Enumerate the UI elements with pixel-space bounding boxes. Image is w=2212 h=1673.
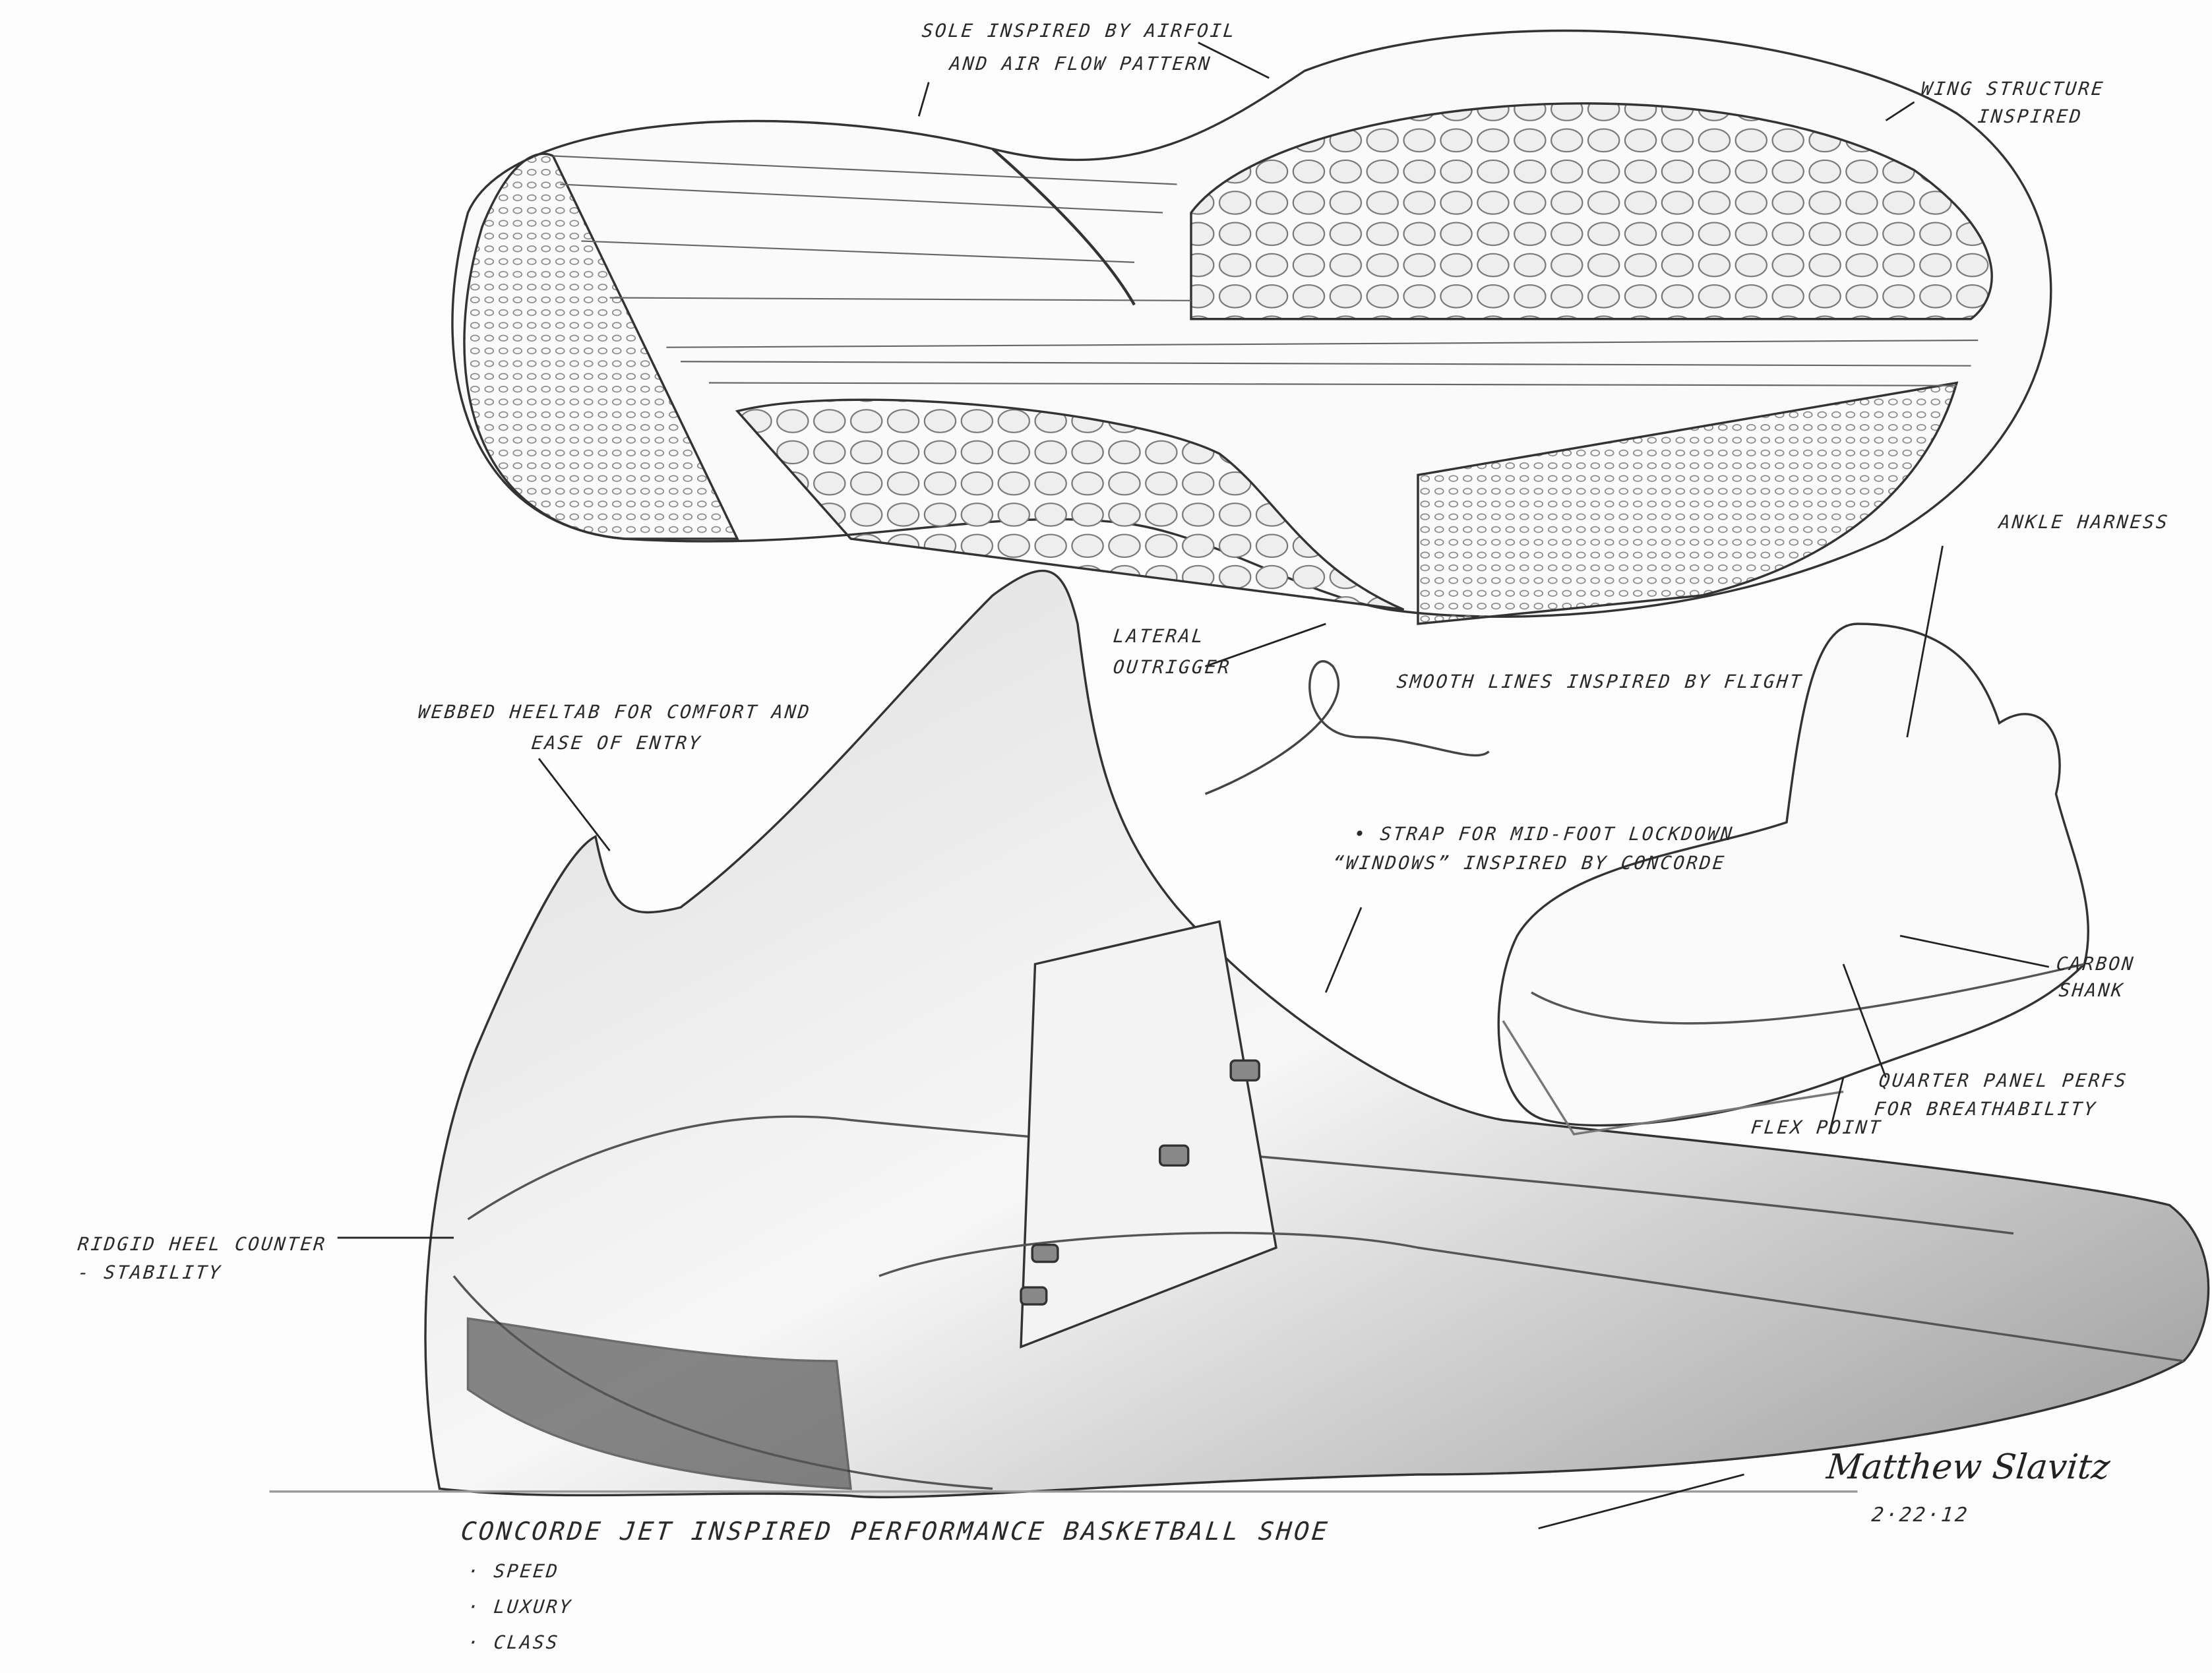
signature-date: 2·22·12 — [1870, 1504, 1971, 1527]
attribute-speed: · SPEED — [466, 1560, 561, 1582]
annotation-quarter-panel-line1: QUARTER PANEL PERFS — [1878, 1070, 2130, 1091]
small-shoe-sketch — [1497, 623, 2090, 1136]
annotation-leader-lines — [337, 42, 2050, 1530]
annotation-carbon-shank-line1: CARBON — [2055, 953, 2136, 975]
artist-signature: Matthew Slavitz — [1824, 1447, 2112, 1487]
annotation-wing-structure-line1: WING STRUCTURE — [1920, 78, 2106, 100]
annotation-quarter-panel-line2: FOR BREATHABILITY — [1873, 1098, 2099, 1120]
annotation-lateral-outrigger-line2: OUTRIGGER — [1112, 656, 1233, 678]
attribute-class: · CLASS — [466, 1631, 561, 1653]
annotation-lateral-outrigger-line1: LATERAL — [1112, 625, 1206, 647]
annotation-strap-line1: • STRAP FOR MID-FOOT LOCKDOWN — [1353, 823, 1735, 845]
annotation-sole-airfoil-line2: AND AIR FLOW PATTERN — [948, 53, 1213, 75]
annotation-sole-airfoil-line1: SOLE INSPIRED BY AIRFOIL — [921, 20, 1238, 42]
attribute-luxury: · LUXURY — [466, 1596, 574, 1618]
main-shoe-sketch — [269, 569, 2210, 1499]
annotation-carbon-shank-line2: SHANK — [2058, 979, 2126, 1001]
flight-curve-sketch — [1204, 660, 1490, 795]
annotation-flex-point: FLEX POINT — [1750, 1116, 1884, 1138]
annotation-strap-line2: “WINDOWS” INSPIRED BY CONCORDE — [1332, 852, 1727, 874]
annotation-webbed-heeltab-line1: WEBBED HEELTAB FOR COMFORT AND — [417, 701, 813, 723]
annotation-heel-counter-line1: RIDGID HEEL COUNTER — [77, 1233, 328, 1255]
annotation-webbed-heeltab-line2: EASE OF ENTRY — [530, 732, 703, 754]
annotation-smooth-lines: SMOOTH LINES INSPIRED BY FLIGHT — [1396, 671, 1804, 692]
annotation-wing-structure-line2: INSPIRED — [1977, 106, 2084, 127]
outsole-sketch — [451, 29, 2052, 625]
annotation-heel-counter-line2: - STABILITY — [77, 1262, 224, 1283]
annotation-ankle-harness: ANKLE HARNESS — [1998, 511, 2170, 533]
sheet-title: CONCORDE JET INSPIRED PERFORMANCE BASKET… — [459, 1517, 1332, 1546]
